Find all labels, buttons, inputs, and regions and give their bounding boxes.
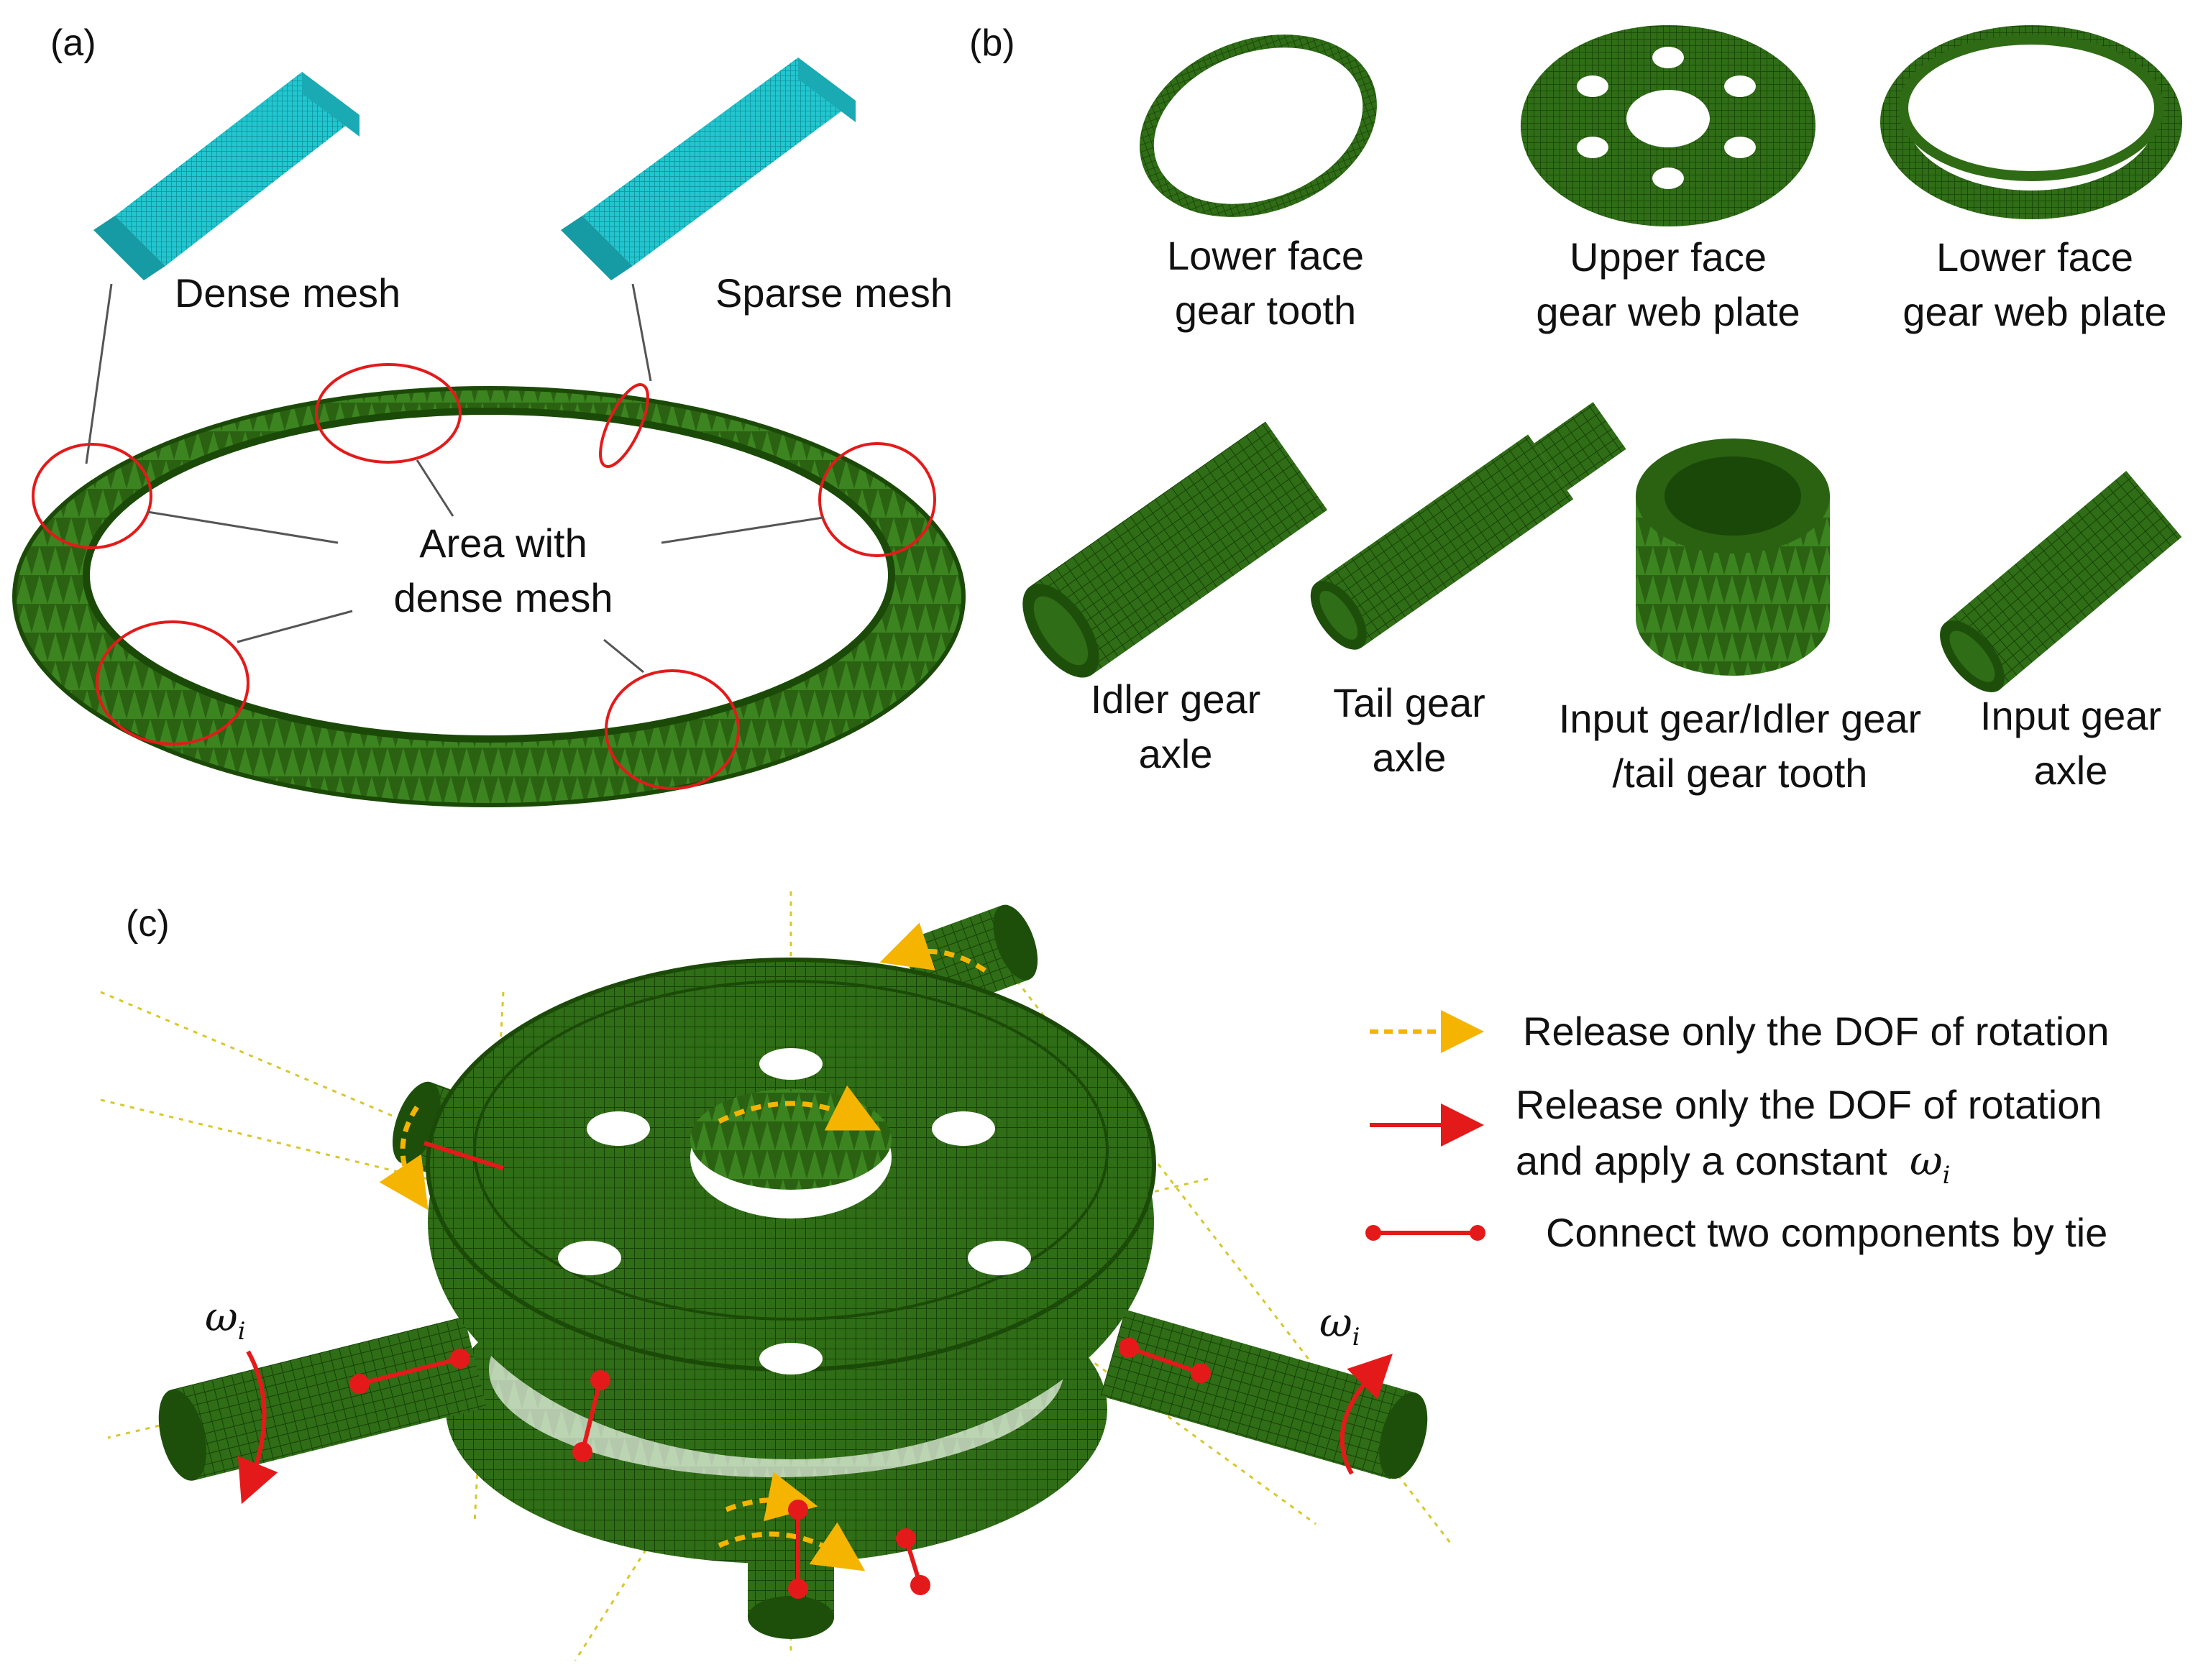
- tie-connectors: [349, 1141, 1211, 1599]
- omega-symbol: ω: [205, 1294, 238, 1341]
- part-label-line1: Upper face: [1570, 234, 1767, 280]
- part-label-line1: Tail gear: [1333, 680, 1485, 725]
- legend-line2-text: and apply a constant: [1516, 1138, 1887, 1183]
- panel-label-b: (b): [969, 22, 1015, 64]
- legend-omega: ωi: [1909, 1138, 1951, 1190]
- panel-b-graphics: [1022, 25, 2182, 692]
- part-label-line1: Lower face: [1167, 233, 1364, 278]
- panel-label-a: (a): [50, 22, 96, 64]
- upper-face-gear-web-plate: [1521, 25, 1815, 226]
- part-label-line2: gear web plate: [1536, 289, 1800, 334]
- ring-gear: [12, 386, 966, 807]
- part-label-input-gear-axle: Input gear axle: [1956, 689, 2186, 798]
- sparse-mesh-tooth: [561, 58, 856, 280]
- legend-rotation-only: Release only the DOF of rotation: [1523, 1009, 2110, 1054]
- omega-subscript: i: [1352, 1323, 1360, 1352]
- omega-subscript: i: [237, 1317, 246, 1346]
- front-axle: [748, 1495, 834, 1639]
- omega-symbol: ω: [1909, 1138, 1943, 1185]
- area-dense-mesh-label: Area with dense mesh: [331, 516, 676, 625]
- part-label-tail-gear-axle: Tail gear axle: [1294, 676, 1524, 785]
- part-label-lower-face-web-plate: Lower face gear web plate: [1877, 230, 2193, 339]
- legend-tie: Connect two components by tie: [1546, 1210, 2108, 1255]
- panel-label-c: (c): [126, 903, 170, 945]
- omega-symbol: ω: [1319, 1300, 1352, 1346]
- area-label-line1: Area with: [419, 520, 587, 566]
- area-label-line2: dense mesh: [393, 575, 613, 620]
- dense-mesh-label: Dense mesh: [174, 270, 401, 316]
- input-gear-axle: [1940, 471, 2182, 692]
- part-label-upper-face-web-plate: Upper face gear web plate: [1510, 230, 1826, 339]
- legend-line2: and apply a constant ωi: [1516, 1133, 2102, 1203]
- legend-line1: Release only the DOF of rotation: [1516, 1082, 2102, 1127]
- dense-area-markers: [32, 363, 936, 790]
- part-label-line2: axle: [1138, 731, 1213, 776]
- sparse-mesh-label: Sparse mesh: [715, 270, 953, 316]
- lower-face-gear-tooth: [1140, 35, 1377, 217]
- part-label-line2: gear web plate: [1902, 289, 2167, 334]
- left-axle: [158, 1316, 487, 1481]
- idler-gear-axle: [1022, 421, 1328, 678]
- tail-gear-axle: [1310, 402, 1626, 650]
- part-label-line1: Lower face: [1936, 234, 2133, 280]
- lower-face-gear-web-plate: [1880, 25, 2182, 219]
- part-label-idler-gear-axle: Idler gear axle: [1050, 672, 1301, 781]
- part-label-line1: Idler gear: [1090, 676, 1261, 722]
- part-label-line2: axle: [1372, 735, 1447, 780]
- part-label-line1: Input gear: [1979, 693, 2162, 738]
- legend-rotation-omega: Release only the DOF of rotation and app…: [1516, 1077, 2102, 1203]
- input-gear-tooth: [1636, 439, 1830, 676]
- panel-a-graphics: [12, 58, 966, 807]
- panel-c-graphics: [100, 891, 1485, 1661]
- part-label-line2: gear tooth: [1174, 288, 1357, 333]
- omega-label-left: ωi: [205, 1294, 246, 1346]
- dense-mesh-tooth: [93, 72, 360, 280]
- part-label-line2: axle: [2033, 748, 2108, 793]
- omega-label-right: ωi: [1319, 1300, 1360, 1351]
- right-axle: [1100, 1309, 1428, 1479]
- omega-subscript: i: [1942, 1161, 1951, 1190]
- part-label-line1: Input gear/Idler gear: [1558, 696, 1922, 741]
- part-label-lower-face-gear-tooth: Lower face gear tooth: [1122, 229, 1409, 338]
- legend-symbols: [1365, 1010, 1485, 1241]
- upper-face-gear-body: [426, 958, 1156, 1459]
- part-label-line2: /tail gear tooth: [1612, 751, 1868, 796]
- part-label-input-gear-tooth: Input gear/Idler gear /tail gear tooth: [1524, 692, 1956, 801]
